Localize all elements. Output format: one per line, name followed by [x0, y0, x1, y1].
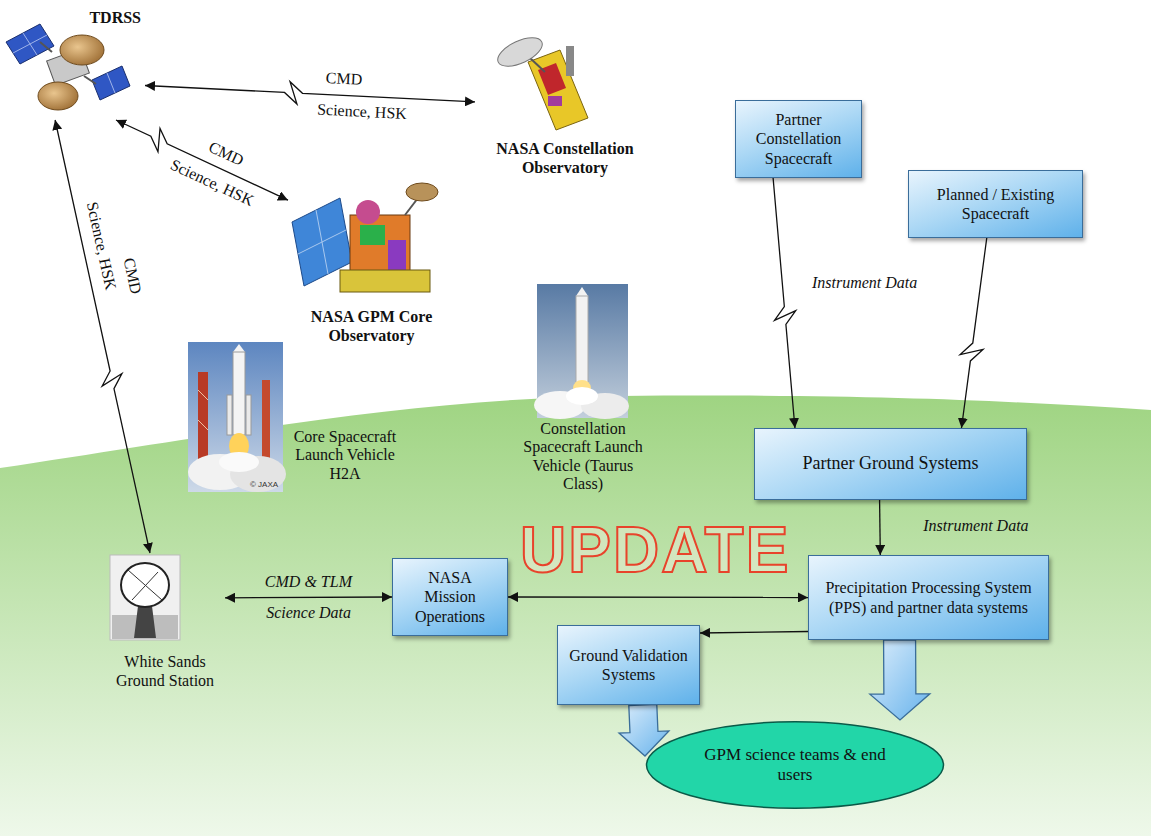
node-label: TDRSS — [89, 8, 141, 27]
ground-system-box: Partner Ground Systems — [754, 428, 1027, 500]
tdrss-illustration — [6, 24, 130, 110]
h2a-launch-photo — [198, 372, 208, 467]
link-arrow — [225, 596, 392, 598]
spacecraft-box: Planned / Existing Spacecraft — [908, 170, 1083, 238]
link-label: CMD & TLM — [265, 573, 352, 591]
link-arrow — [55, 120, 150, 553]
link-arrow — [879, 500, 881, 555]
taurus-launch-photo — [576, 296, 588, 386]
h2a-launch-photo — [219, 452, 259, 472]
block-arrow — [870, 640, 930, 720]
h2a-launch-photo — [233, 352, 245, 435]
h2a-launch-photo — [188, 342, 286, 492]
taurus-launch-photo — [534, 284, 629, 419]
link-arrow — [700, 632, 808, 634]
node-label: White Sands Ground Station — [109, 652, 221, 690]
tdrss-illustration — [38, 82, 78, 110]
node-label: Planned / Existing Spacecraft — [917, 185, 1074, 223]
relay-satellite: TDRSS — [0, 5, 145, 120]
gpm-core-illustration — [356, 200, 380, 224]
gpm-core-illustration — [360, 225, 385, 245]
node-label: Partner Constellation Spacecraft — [744, 110, 853, 168]
user-ellipse: GPM science teams & end users — [645, 720, 945, 810]
tdrss-illustration — [107, 73, 115, 93]
ground-station-dish — [128, 570, 162, 600]
constellation-observatory-illustration — [494, 32, 588, 130]
gpm-core-illustration — [298, 230, 346, 254]
node-label: GPM science teams & end users — [685, 745, 905, 786]
validation-box: Ground Validation Systems — [557, 625, 700, 705]
taurus-launch-photo — [576, 287, 588, 296]
taurus-launch-photo — [566, 387, 598, 405]
vehicle-caption: Core Spacecraft Launch Vehicle H2A — [284, 428, 406, 483]
node-label: NASA Constellation Observatory — [479, 139, 651, 177]
node-label: Ground Validation Systems — [566, 646, 691, 684]
ground-station-dish — [121, 563, 169, 607]
constellation-observatory-illustration — [538, 63, 566, 95]
node-label: Partner Ground Systems — [803, 453, 979, 475]
tdrss-illustration — [40, 42, 52, 52]
link-arrow — [508, 596, 808, 598]
constellation-observatory-illustration — [530, 58, 545, 72]
gpm-core-illustration — [406, 183, 438, 201]
vehicle-caption: Constellation Spacecraft Launch Vehicle … — [521, 420, 645, 494]
operations-box: NASA Mission Operations — [392, 558, 508, 636]
h2a-launch-photo — [262, 380, 270, 465]
link-label: Science, HSK — [317, 101, 408, 124]
spacecraft-box: Partner Constellation Spacecraft — [735, 100, 862, 178]
processing-box: Precipitation Processing System (PPS) an… — [808, 555, 1049, 640]
ground-station-dish — [110, 555, 180, 640]
link-label: CMD — [119, 256, 145, 296]
link-label: Science, HSK — [83, 200, 120, 292]
constellation-observatory-illustration — [548, 96, 562, 106]
h2a-launch-photo — [227, 395, 232, 435]
tdrss-illustration — [92, 66, 130, 100]
link-label: CMD — [325, 69, 362, 89]
node-label: Precipitation Processing System (PPS) an… — [817, 578, 1040, 616]
gpm-core-illustration — [340, 270, 430, 292]
tdrss-illustration — [6, 24, 54, 64]
gpm-core-illustration — [292, 183, 438, 292]
constellation-observatory-illustration — [528, 50, 588, 130]
tdrss-illustration — [60, 35, 104, 65]
link-label: Science Data — [266, 604, 351, 622]
link-arrow — [960, 238, 987, 428]
observatory: NASA GPM Core Observatory — [288, 180, 455, 348]
node-label: NASA GPM Core Observatory — [292, 307, 451, 345]
tdrss-illustration — [84, 76, 96, 84]
h2a-launch-photo — [198, 390, 208, 400]
node-label: NASA Mission Operations — [401, 568, 499, 626]
link-label: Instrument Data — [923, 517, 1028, 535]
link-label: Science, HSK — [168, 155, 257, 210]
constellation-observatory-illustration — [566, 46, 574, 76]
watermark: UPDATE — [520, 518, 790, 582]
gpm-core-illustration — [388, 240, 406, 270]
ground-hill — [0, 396, 1151, 836]
observatory: NASA Constellation Observatory — [475, 38, 655, 180]
constellation-observatory-illustration — [494, 32, 547, 72]
ground-station: White Sands Ground Station — [105, 553, 225, 693]
h2a-launch-photo — [246, 395, 251, 435]
link-arrow — [773, 178, 796, 428]
photo-credit: © JAXA — [250, 480, 278, 489]
link-label: Instrument Data — [812, 274, 917, 292]
ellipse-shape — [647, 722, 944, 808]
h2a-launch-photo — [198, 420, 208, 430]
h2a-launch-photo — [233, 344, 245, 352]
link-arrow — [145, 82, 475, 104]
ground-station-dish — [110, 555, 180, 640]
